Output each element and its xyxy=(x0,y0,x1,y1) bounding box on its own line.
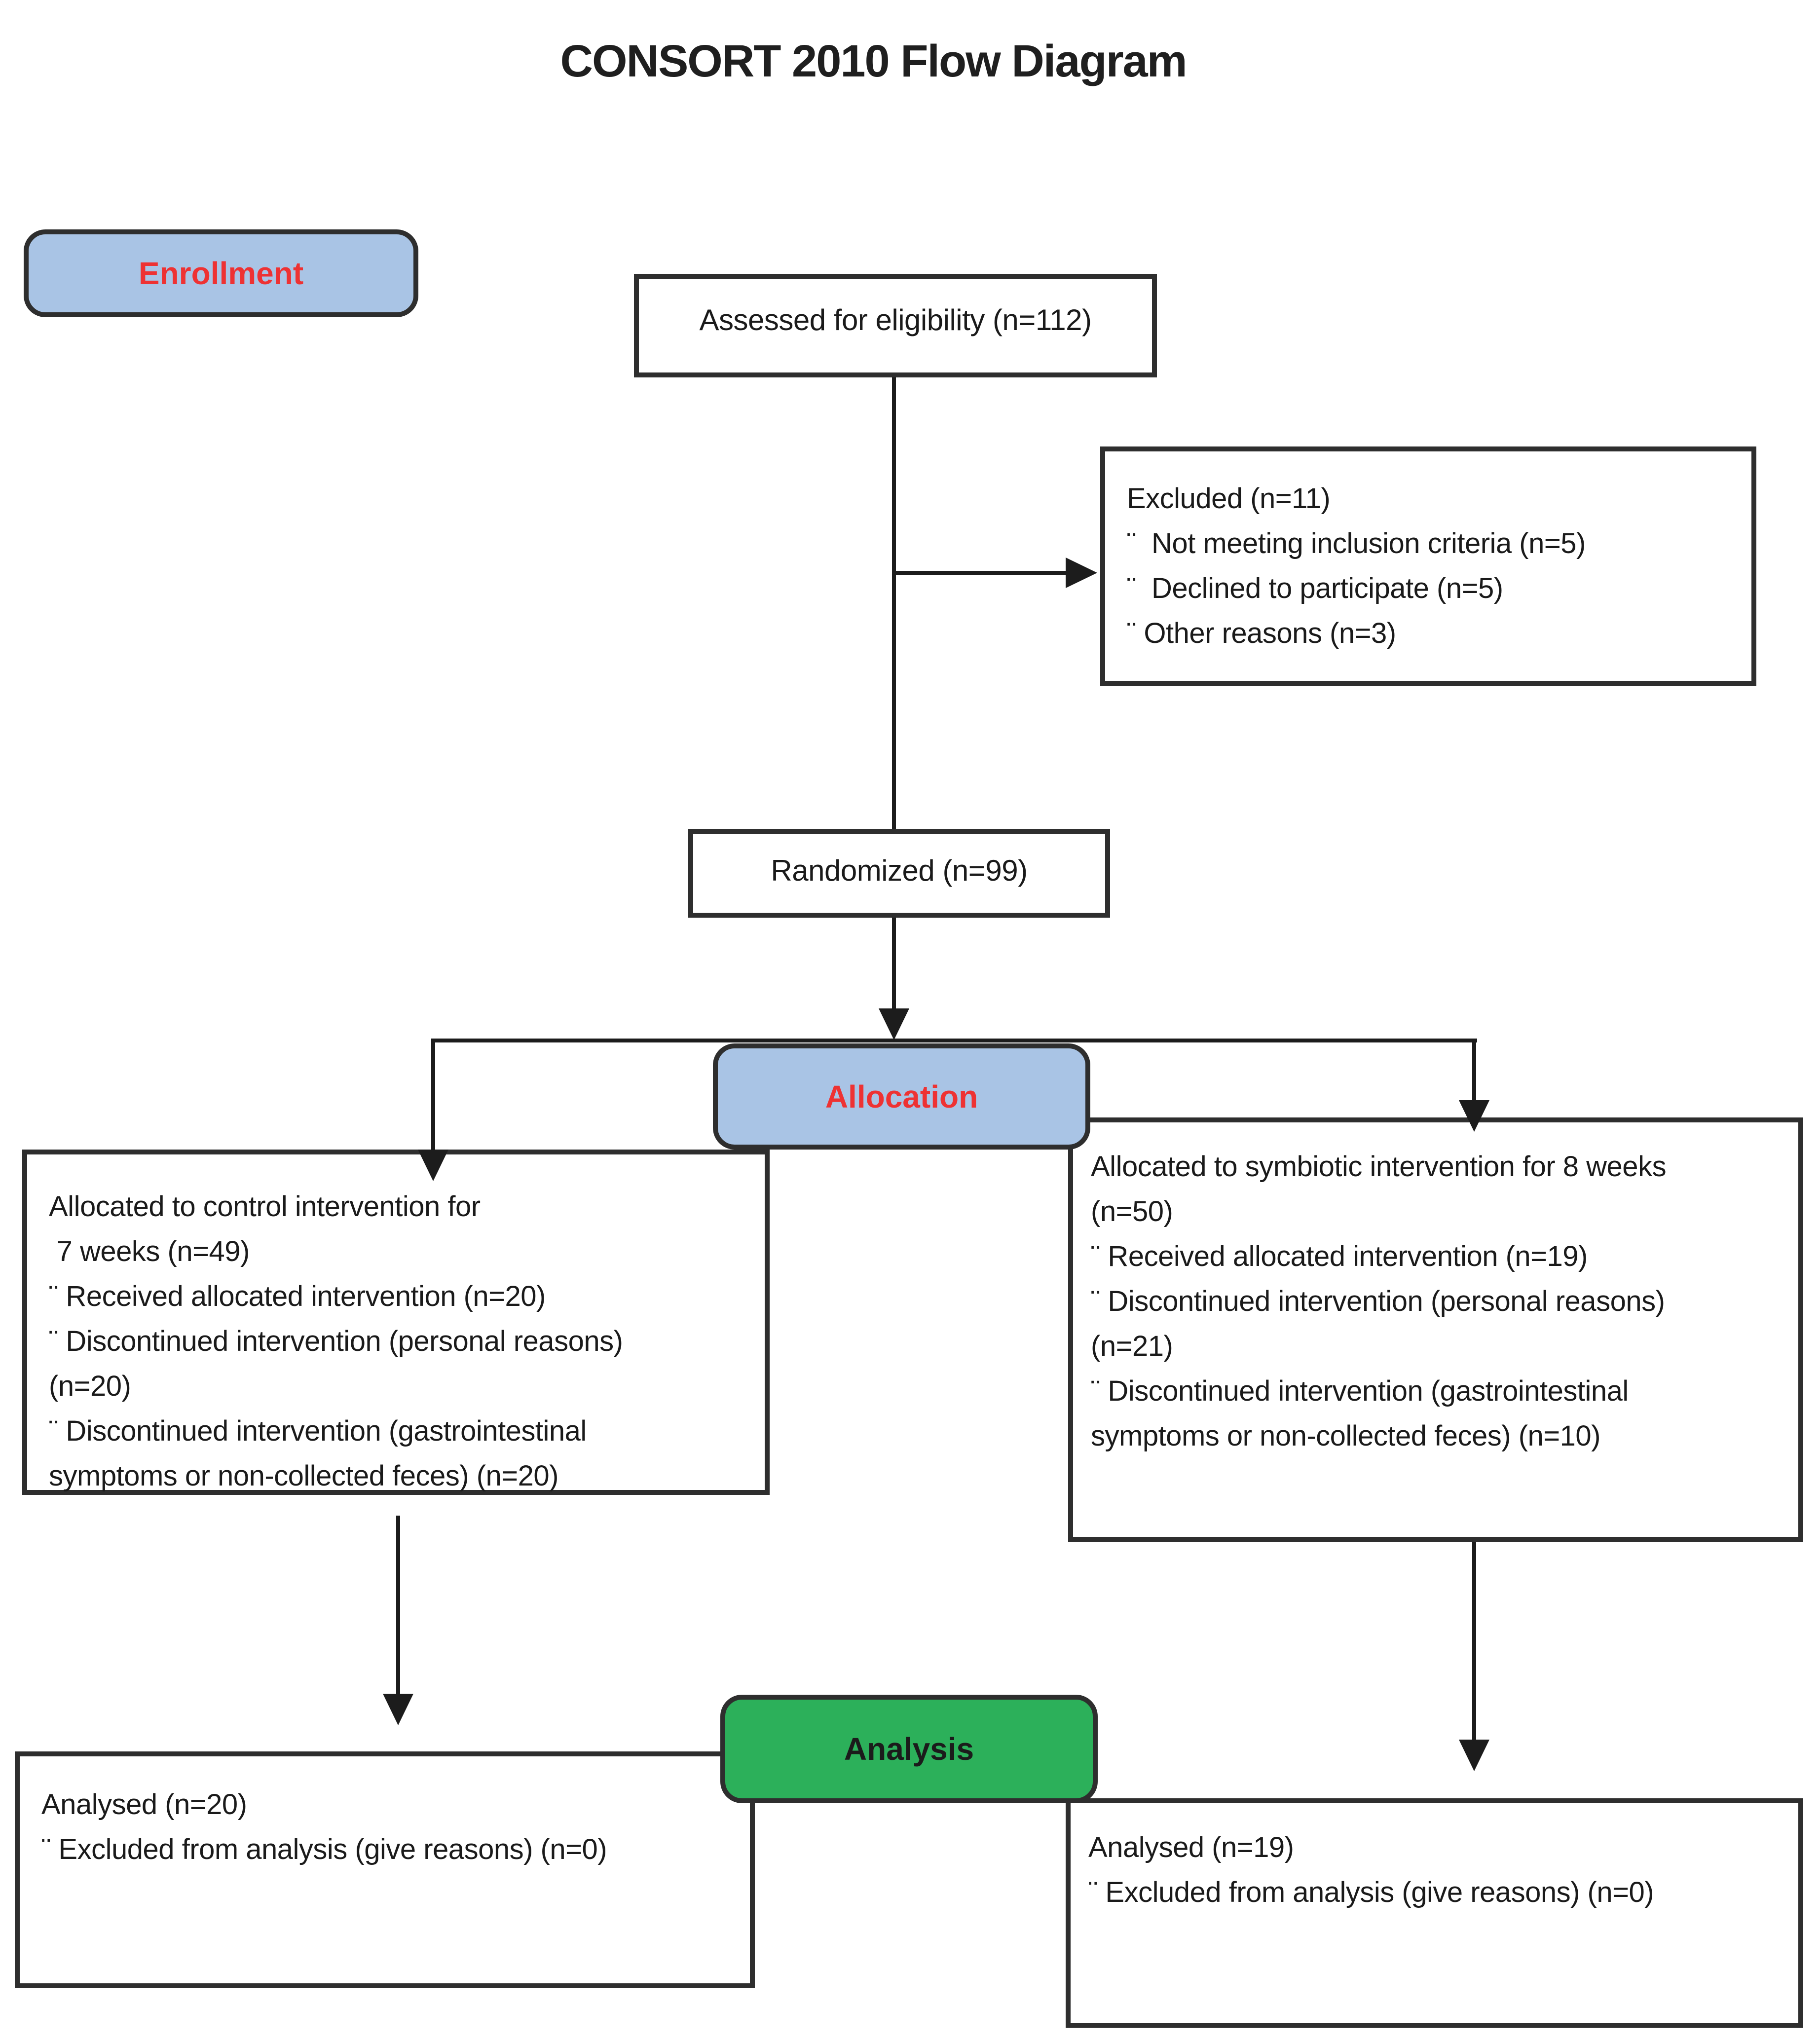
text-line: Allocated to control intervention for xyxy=(49,1190,481,1223)
connector-split-line xyxy=(431,1039,1477,1042)
assessed-text: Assessed for eligibility (n=112) xyxy=(699,303,1092,336)
text-line: Allocated to symbiotic intervention for … xyxy=(1091,1151,1667,1183)
arrowhead-down-right-allocation-icon xyxy=(1459,1100,1489,1132)
arrowhead-down-right-analysis-icon xyxy=(1459,1740,1489,1771)
analysis-left-box: Analysed (n=20) ¨ Excluded from analysis… xyxy=(15,1751,755,1988)
text-line: ¨ Received allocated intervention (n=20) xyxy=(49,1280,546,1312)
assessed-box: Assessed for eligibility (n=112) xyxy=(634,274,1157,377)
text-line: 7 weeks (n=49) xyxy=(49,1235,250,1267)
text-line: (n=50) xyxy=(1091,1195,1173,1227)
connector-right-analysis xyxy=(1472,1542,1476,1742)
analysis-right-box: Analysed (n=19) ¨ Excluded from analysis… xyxy=(1066,1798,1803,2028)
arrowhead-down-split-icon xyxy=(879,1008,909,1040)
text-line: Analysed (n=19) xyxy=(1088,1831,1294,1863)
text-line: ¨ Excluded from analysis (give reasons) … xyxy=(1088,1876,1654,1908)
text-line: ¨ Not meeting inclusion criteria (n=5) xyxy=(1127,527,1586,559)
arrowhead-down-left-analysis-icon xyxy=(383,1694,413,1725)
arrowhead-down-left-allocation-icon xyxy=(418,1150,448,1181)
text-line: Excluded (n=11) xyxy=(1127,483,1331,515)
text-line: symptoms or non-collected feces) (n=20) xyxy=(49,1460,559,1492)
text-line: ¨ Excluded from analysis (give reasons) … xyxy=(41,1833,607,1865)
excluded-box: Excluded (n=11) ¨ Not meeting inclusion … xyxy=(1100,446,1756,686)
page-title: CONSORT 2010 Flow Diagram xyxy=(560,36,1188,86)
stage-label-enrollment-text: Enrollment xyxy=(138,256,304,291)
connector-split-left xyxy=(431,1039,435,1152)
stage-label-allocation-text: Allocation xyxy=(825,1078,978,1115)
text-line: ¨ Discontinued intervention (gastrointes… xyxy=(49,1415,587,1447)
allocation-right-box: Allocated to symbiotic intervention for … xyxy=(1068,1117,1803,1542)
allocation-left-box: Allocated to control intervention for 7 … xyxy=(22,1150,770,1495)
arrowhead-right-excluded-icon xyxy=(1066,557,1097,588)
text-line: symptoms or non-collected feces) (n=10) xyxy=(1091,1420,1601,1452)
text-line: ¨ Other reasons (n=3) xyxy=(1127,617,1396,649)
stage-label-analysis-text: Analysis xyxy=(844,1731,974,1767)
text-line: ¨ Received allocated intervention (n=19) xyxy=(1091,1240,1588,1272)
stage-label-allocation: Allocation xyxy=(713,1043,1090,1150)
text-line: (n=20) xyxy=(49,1370,131,1402)
text-line: ¨ Declined to participate (n=5) xyxy=(1127,572,1503,604)
stage-label-enrollment: Enrollment xyxy=(24,229,418,317)
connector-branch-excluded xyxy=(894,571,1067,575)
connector-left-analysis xyxy=(396,1516,400,1696)
stage-label-analysis: Analysis xyxy=(720,1695,1098,1803)
text-line: Analysed (n=20) xyxy=(41,1788,247,1821)
text-line: (n=21) xyxy=(1091,1330,1173,1362)
text-line: ¨ Discontinued intervention (personal re… xyxy=(49,1325,623,1357)
text-line: ¨ Discontinued intervention (gastrointes… xyxy=(1091,1375,1629,1407)
randomized-text: Randomized (n=99) xyxy=(771,854,1028,887)
randomized-box: Randomized (n=99) xyxy=(688,829,1110,918)
text-line: ¨ Discontinued intervention (personal re… xyxy=(1091,1285,1665,1317)
connector-split-right xyxy=(1472,1039,1476,1103)
connector-assessed-randomized xyxy=(892,377,896,829)
connector-randomized-split xyxy=(892,918,896,1011)
